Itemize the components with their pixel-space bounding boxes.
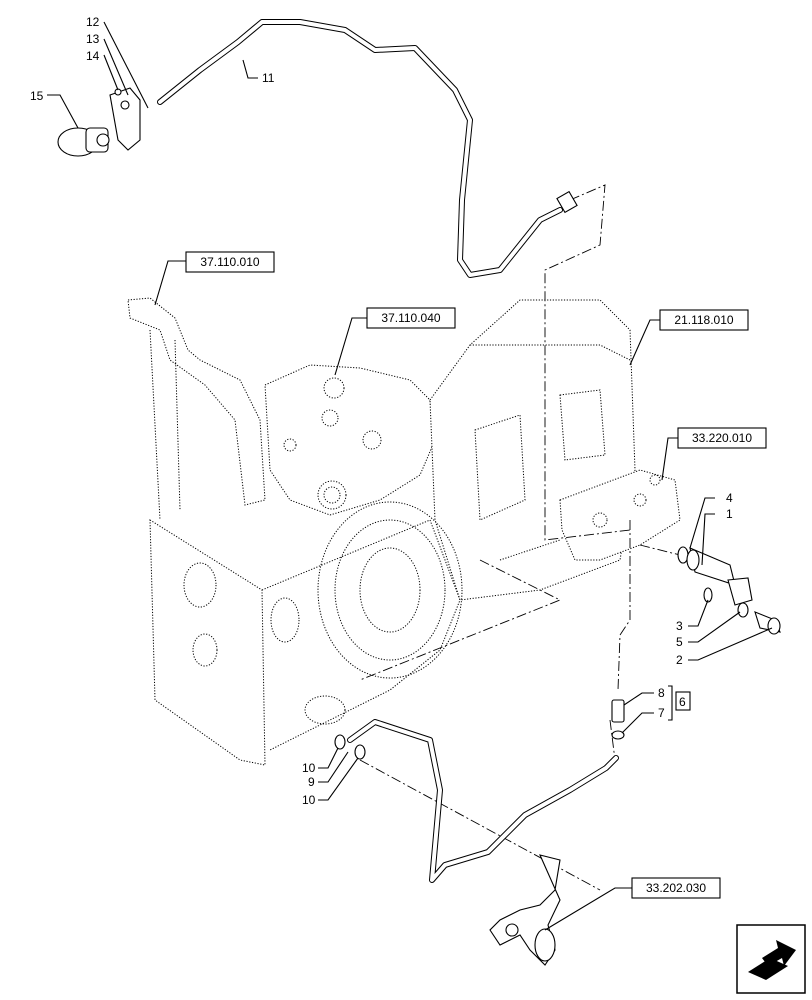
callout-6: 6 xyxy=(679,695,686,709)
reference-label-1: 37.110.010 xyxy=(200,255,259,269)
fitting-parts xyxy=(611,699,625,740)
callout-10-upper: 10 xyxy=(302,761,316,775)
reference-box-5[interactable]: 33.202.030 xyxy=(631,877,721,899)
lower-tube xyxy=(334,719,619,883)
reference-box-3[interactable]: 21.118.010 xyxy=(659,309,749,331)
pin-parts xyxy=(677,546,781,635)
callout-12: 12 xyxy=(86,15,100,29)
callout-1: 1 xyxy=(726,507,733,521)
reference-label-5: 33.202.030 xyxy=(646,881,706,895)
callout-7: 7 xyxy=(658,706,665,720)
center-lines xyxy=(359,184,701,891)
group-6-bracket: 6 xyxy=(668,685,691,721)
reference-box-4[interactable]: 33.220.010 xyxy=(677,427,767,449)
callout-2: 2 xyxy=(676,653,683,667)
upper-tube xyxy=(157,19,578,278)
reference-label-3: 21.118.010 xyxy=(674,313,733,327)
leader-lines xyxy=(47,21,773,931)
nav-arrow-icon[interactable] xyxy=(736,924,806,994)
callout-4: 4 xyxy=(726,491,733,505)
callout-3: 3 xyxy=(676,619,683,633)
callout-5: 5 xyxy=(676,635,683,649)
callout-8: 8 xyxy=(658,686,665,700)
sensor-assembly xyxy=(57,87,141,157)
reference-label-4: 33.220.010 xyxy=(692,431,752,445)
transmission-housing xyxy=(127,297,681,766)
callout-9: 9 xyxy=(308,775,315,789)
reference-box-1[interactable]: 37.110.010 xyxy=(185,251,275,273)
callout-11: 11 xyxy=(262,71,275,85)
callout-13: 13 xyxy=(86,32,100,46)
reference-label-2: 37.110.040 xyxy=(381,311,440,325)
pedal-assembly xyxy=(489,854,561,966)
reference-box-2[interactable]: 37.110.040 xyxy=(366,307,456,329)
callout-labels: 12 13 14 15 11 4 1 3 5 2 8 7 10 9 10 xyxy=(30,15,733,807)
callout-15: 15 xyxy=(30,89,44,103)
callout-10-lower: 10 xyxy=(302,793,316,807)
callout-14: 14 xyxy=(86,49,100,63)
